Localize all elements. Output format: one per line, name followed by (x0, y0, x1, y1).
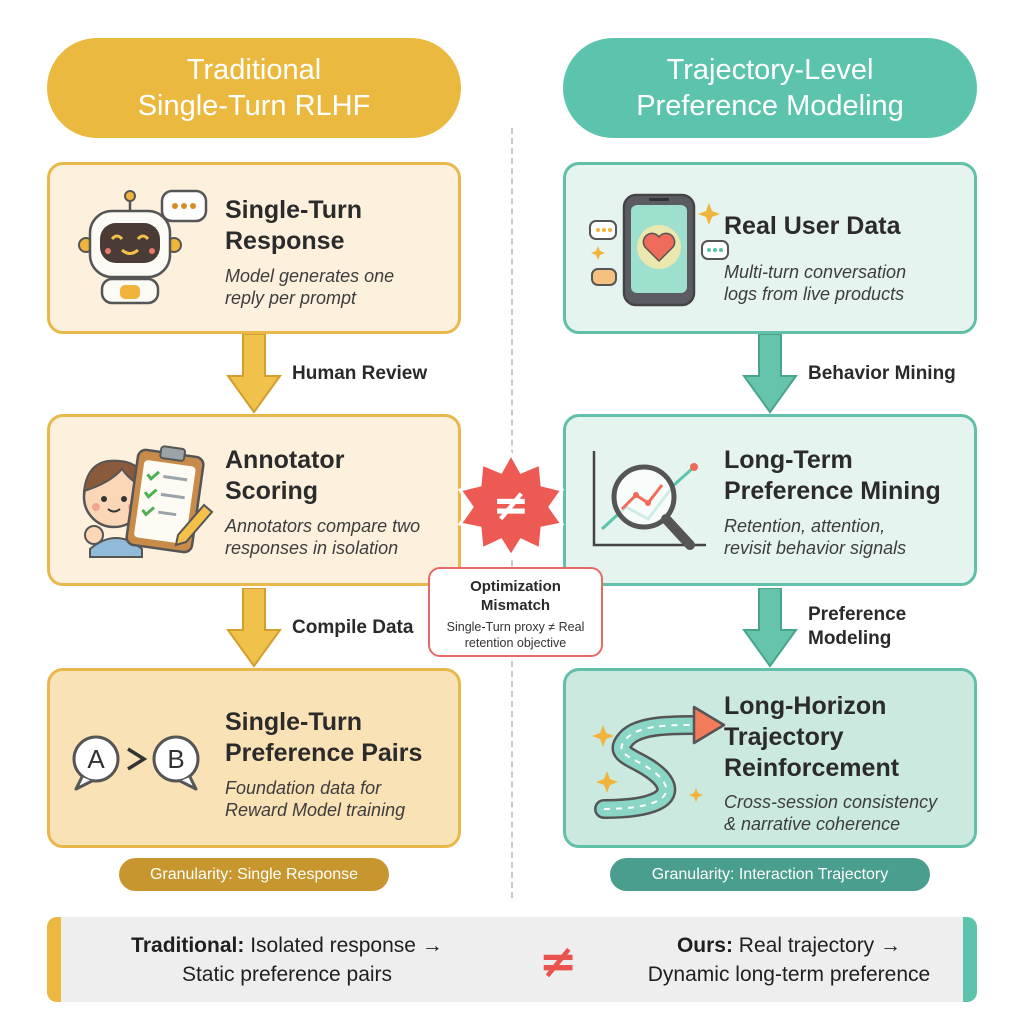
mismatch-title: Optimization Mismatch (470, 578, 561, 614)
smartphone-heart-icon (589, 193, 729, 307)
arrow-down-icon (226, 334, 282, 414)
step-label-compile-data: Compile Data (292, 617, 414, 638)
mismatch-subtitle: Single-Turn proxy ≠ Real retention objec… (446, 620, 585, 650)
summary-left-line2: Static preference pairs (181, 963, 393, 986)
header-traditional-rlhf: Traditional Single-Turn RLHF (47, 38, 461, 138)
summary-traditional: Traditional: Isolated response → Static … (77, 931, 497, 989)
granularity-left-text: Granularity: Single Response (149, 865, 359, 883)
optimization-mismatch-callout: Optimization Mismatch Single-Turn proxy … (428, 567, 603, 657)
step-label-human-review: Human Review (292, 363, 428, 384)
step-label-behavior-mining: Behavior Mining (808, 363, 956, 384)
summary-left-label: Traditional: (131, 934, 245, 957)
winding-path-icon (592, 705, 726, 819)
summary-right-label: Ours: (676, 934, 733, 957)
not-equal-icon: ≠ (539, 937, 578, 983)
card-trajectory-reinforcement: Long-Horizon Trajectory Reinforcement Cr… (563, 668, 977, 848)
card-description: Model generates one reply per prompt (225, 266, 395, 308)
card-real-user-data: Real User Data Multi-turn conversation l… (563, 162, 977, 334)
summary-accent-right (963, 917, 977, 1002)
arrow-down-icon (742, 334, 798, 414)
card-description: Retention, attention, revisit behavior s… (724, 516, 907, 558)
granularity-badge-right: Granularity: Interaction Trajectory (610, 858, 930, 891)
robot-icon (78, 189, 208, 305)
card-single-turn-response: Single-Turn Response Model generates one… (47, 162, 461, 334)
arrow-down-icon (742, 588, 798, 668)
card-long-term-mining: Long-Term Preference Mining Retention, a… (563, 414, 977, 586)
summary-ours: Ours: Real trajectory → Dynamic long-ter… (609, 931, 969, 989)
card-description: Multi-turn conversation logs from live p… (724, 262, 907, 304)
header-left-text: Traditional Single-Turn RLHF (137, 54, 371, 122)
summary-symbol: ≠ (539, 937, 578, 983)
summary-right-line2: Dynamic long-term preference (647, 963, 931, 986)
granularity-badge-left: Granularity: Single Response (119, 858, 389, 891)
summary-banner: Traditional: Isolated response → Static … (47, 917, 977, 1002)
granularity-right-text: Granularity: Interaction Trajectory (651, 865, 889, 883)
card-description: Annotators compare two responses in isol… (225, 516, 421, 558)
arrow-down-icon (226, 588, 282, 668)
card-description: Cross-session consistency & narrative co… (724, 792, 938, 834)
card-annotator-scoring: Annotator Scoring Annotators compare two… (47, 414, 461, 586)
header-right-text: Trajectory-Level Preference Modeling (636, 54, 904, 122)
badge-symbol: ≠ (493, 480, 530, 531)
card-title: Single-Turn Response (225, 196, 363, 255)
card-title: Long-Term Preference Mining (724, 446, 941, 505)
card-title: Long-Horizon Trajectory Reinforcement (724, 692, 900, 782)
summary-accent-left (47, 917, 61, 1002)
magnifier-chart-icon (592, 451, 706, 550)
summary-right-text: Real trajectory → (732, 934, 902, 957)
card-title: Real User Data (724, 212, 901, 240)
header-trajectory-modeling: Trajectory-Level Preference Modeling (563, 38, 977, 138)
card-title: Single-Turn Preference Pairs (225, 708, 423, 767)
step-label-preference-modeling: Preference Modeling (808, 604, 907, 649)
svg-text:A: A (87, 744, 105, 774)
card-title: Annotator Scoring (225, 446, 345, 505)
summary-left-text: Isolated response → (244, 934, 443, 957)
svg-text:B: B (167, 744, 184, 774)
a-greater-than-b-icon: A B (72, 735, 200, 791)
card-preference-pairs: A B Single-Turn Preference Pairs Foundat… (47, 668, 461, 848)
annotator-clipboard-icon (82, 445, 214, 558)
not-equal-starburst-icon: ≠ (458, 452, 564, 558)
card-description: Foundation data for Reward Model trainin… (225, 778, 406, 820)
